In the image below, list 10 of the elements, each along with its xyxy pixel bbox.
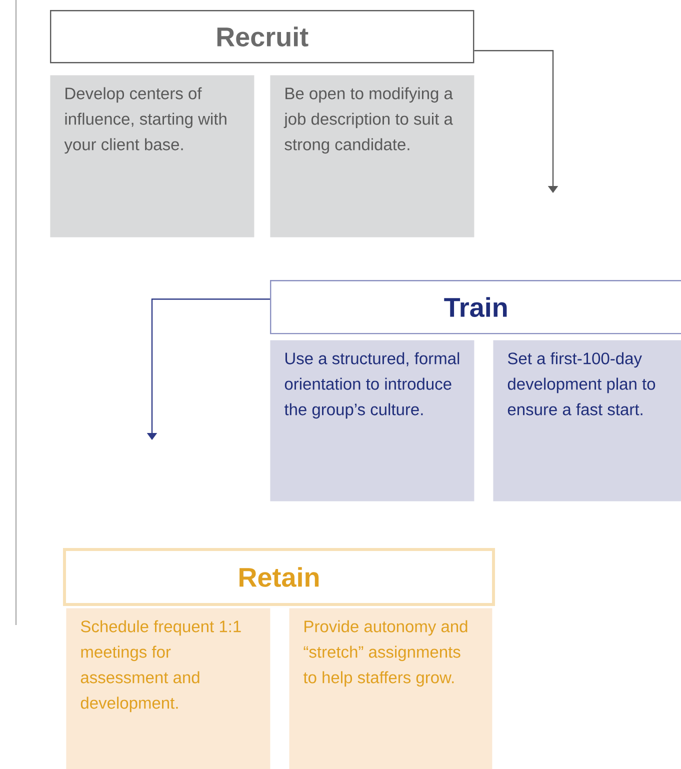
tip-box: Provide autonomy and “stretch” assignments to help staffers grow.: [289, 608, 492, 769]
tip-box: Develop centers of influence, starting with your client base.: [50, 75, 254, 238]
tip-box: Use a structured, formal orientation to introduce the group’s culture.: [270, 340, 474, 502]
arrow: [474, 50, 558, 193]
stage-header: Retain: [63, 548, 495, 606]
stage-header: Recruit: [50, 10, 474, 64]
tip-box: Be open to modifying a job description to suit a strong candidate.: [270, 75, 474, 238]
tip-box: Set a first-100-day development plan to ensure a fast start.: [493, 340, 681, 502]
tip-box: Schedule frequent 1:1 meetings for assessment and development.: [66, 608, 270, 769]
stage-header: Train: [270, 280, 681, 334]
